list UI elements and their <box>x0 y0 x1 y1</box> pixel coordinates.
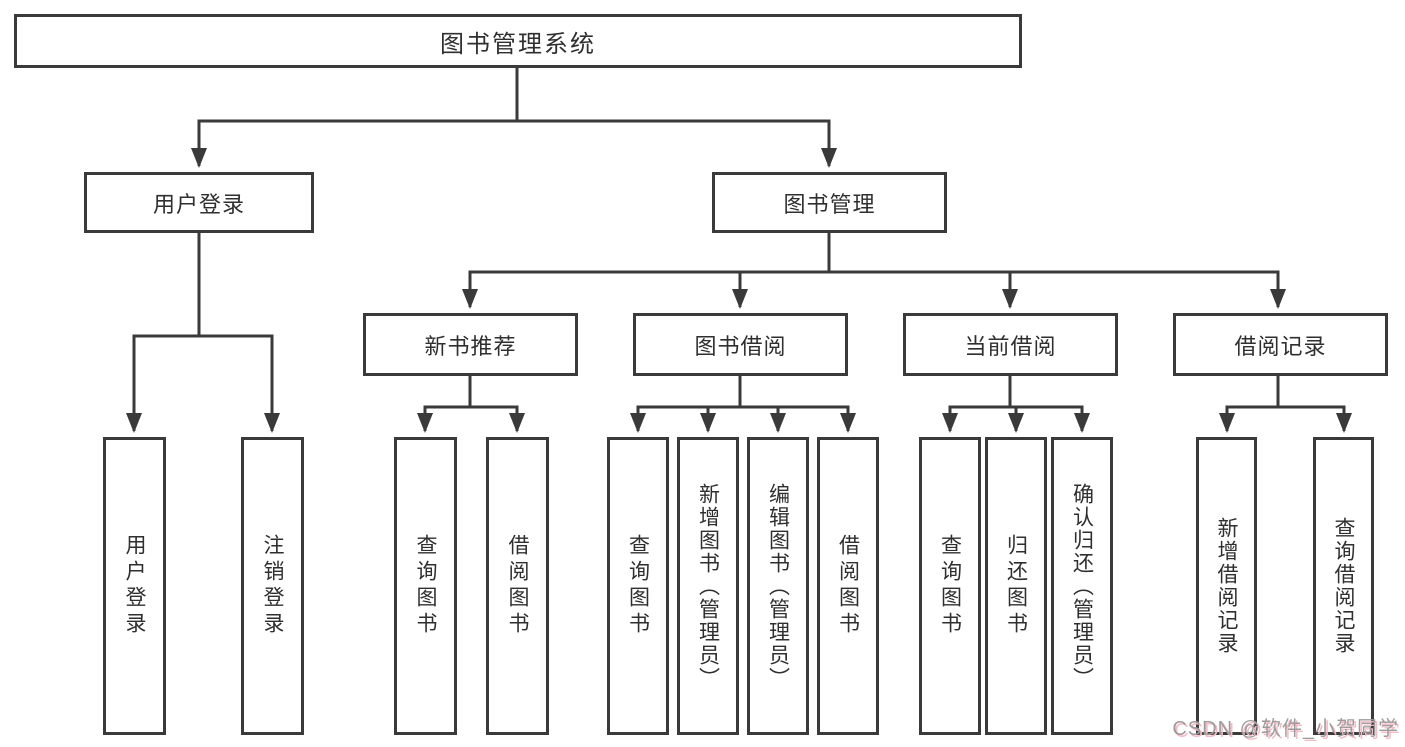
node-label: 查询图书 <box>414 534 437 638</box>
leaf-borrow-books: 借阅图书 <box>817 437 879 735</box>
watermark: CSDN @软件_小贺同学 <box>1172 718 1399 740</box>
node-label: 查询图书 <box>938 534 962 638</box>
node-new-book-recommendation: 新书推荐 <box>363 313 578 376</box>
node-label: 当前借阅 <box>964 333 1057 359</box>
node-label: 注销登录 <box>261 534 284 638</box>
node-label: 用户登录 <box>152 191 245 217</box>
node-label: 用户登录 <box>123 534 146 638</box>
node-label: 图书管理 <box>783 191 876 217</box>
leaf-return-books: 归还图书 <box>985 437 1047 735</box>
node-book-borrowing: 图书借阅 <box>633 313 848 376</box>
node-label: 借阅记录 <box>1234 333 1327 359</box>
node-label: 查询图书 <box>626 534 650 638</box>
node-label: 新增图书（管理员） <box>696 482 720 690</box>
node-label: 借阅图书 <box>836 534 860 638</box>
leaf-edit-books-admin: 编辑图书（管理员） <box>747 437 809 735</box>
node-label: 查询借阅记录 <box>1332 517 1355 655</box>
leaf-add-books-admin: 新增图书（管理员） <box>677 437 739 735</box>
leaf-logout: 注销登录 <box>241 437 304 735</box>
node-borrowing-records: 借阅记录 <box>1173 313 1388 376</box>
leaf-query-borrow-record: 查询借阅记录 <box>1313 437 1374 735</box>
leaf-recommend-query-books: 查询图书 <box>394 437 457 735</box>
node-label: 确认归还（管理员） <box>1070 482 1094 690</box>
leaf-borrow-query-books: 查询图书 <box>607 437 669 735</box>
node-library-management-system: 图书管理系统 <box>14 14 1022 68</box>
node-label: 新书推荐 <box>424 333 517 359</box>
node-user-login: 用户登录 <box>84 172 314 233</box>
node-current-borrowing: 当前借阅 <box>903 313 1118 376</box>
node-label: 借阅图书 <box>506 534 529 638</box>
leaf-recommend-borrow-books: 借阅图书 <box>486 437 549 735</box>
leaf-add-borrow-record: 新增借阅记录 <box>1196 437 1257 735</box>
node-label: 编辑图书（管理员） <box>766 482 790 690</box>
node-label: 图书管理系统 <box>440 30 596 58</box>
leaf-user-login: 用户登录 <box>103 437 166 735</box>
node-label: 图书借阅 <box>694 333 787 359</box>
node-label: 新增借阅记录 <box>1215 517 1238 655</box>
node-label: 归还图书 <box>1004 534 1028 638</box>
leaf-current-query-books: 查询图书 <box>919 437 981 735</box>
node-book-management: 图书管理 <box>712 172 947 233</box>
leaf-confirm-return-admin: 确认归还（管理员） <box>1051 437 1113 735</box>
